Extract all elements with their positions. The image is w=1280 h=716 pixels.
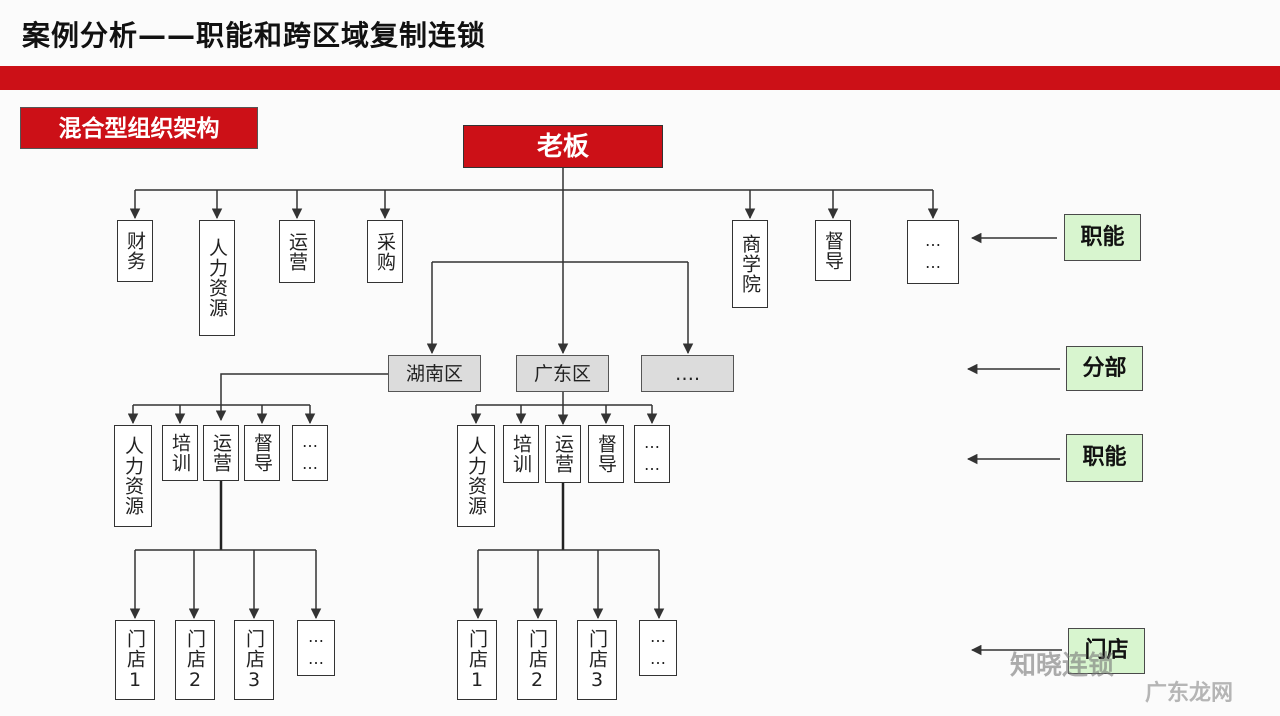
hunan-store-1-box: 门店1 [115, 620, 155, 700]
hunan-hr-box: 人力资源 [114, 425, 152, 527]
hq-business-school-box: 商学院 [732, 220, 768, 308]
region-hunan-box: 湖南区 [388, 355, 481, 392]
hq-procurement-box: 采购 [367, 220, 403, 283]
guangdong-store-3-box: 门店3 [577, 620, 617, 700]
guangdong-store-more-box: … … [639, 620, 677, 676]
hq-more-box: … … [907, 220, 959, 284]
page-title: 案例分析——职能和跨区域复制连锁 [22, 19, 487, 52]
boss-box: 老板 [463, 125, 663, 168]
hq-supervision-box: 督导 [815, 220, 851, 281]
legend-region-functions: 职能 [1066, 434, 1143, 482]
title-underline-band [0, 66, 1280, 90]
legend-stores: 门店 [1068, 628, 1145, 674]
guangdong-store-2-box: 门店2 [517, 620, 557, 700]
legend-hq-functions: 职能 [1064, 214, 1141, 261]
guangdong-supervision-box: 督导 [588, 425, 624, 483]
hq-finance-box: 财务 [117, 220, 153, 282]
legend-branches: 分部 [1066, 346, 1143, 391]
hq-operations-box: 运营 [279, 220, 315, 283]
org-type-label: 混合型组织架构 [20, 107, 258, 149]
region-guangdong-box: 广东区 [516, 355, 609, 392]
guangdong-training-box: 培训 [503, 425, 539, 483]
hunan-training-box: 培训 [162, 425, 198, 481]
guangdong-more-box: … … [634, 425, 670, 483]
hunan-operations-box: 运营 [203, 425, 239, 481]
watermark-text: 知晓连锁 [1010, 651, 1115, 681]
hunan-store-3-box: 门店3 [234, 620, 274, 700]
region-more-box: …. [641, 355, 734, 392]
guangdong-operations-box: 运营 [545, 425, 581, 483]
watermark-site: 广东龙网 [1145, 681, 1234, 706]
hunan-store-2-box: 门店2 [175, 620, 215, 700]
hunan-supervision-box: 督导 [244, 425, 280, 481]
hunan-more-box: … … [292, 425, 328, 481]
hunan-store-more-box: … … [297, 620, 335, 676]
guangdong-hr-box: 人力资源 [457, 425, 495, 527]
guangdong-store-1-box: 门店1 [457, 620, 497, 700]
hq-hr-box: 人力资源 [199, 220, 235, 336]
